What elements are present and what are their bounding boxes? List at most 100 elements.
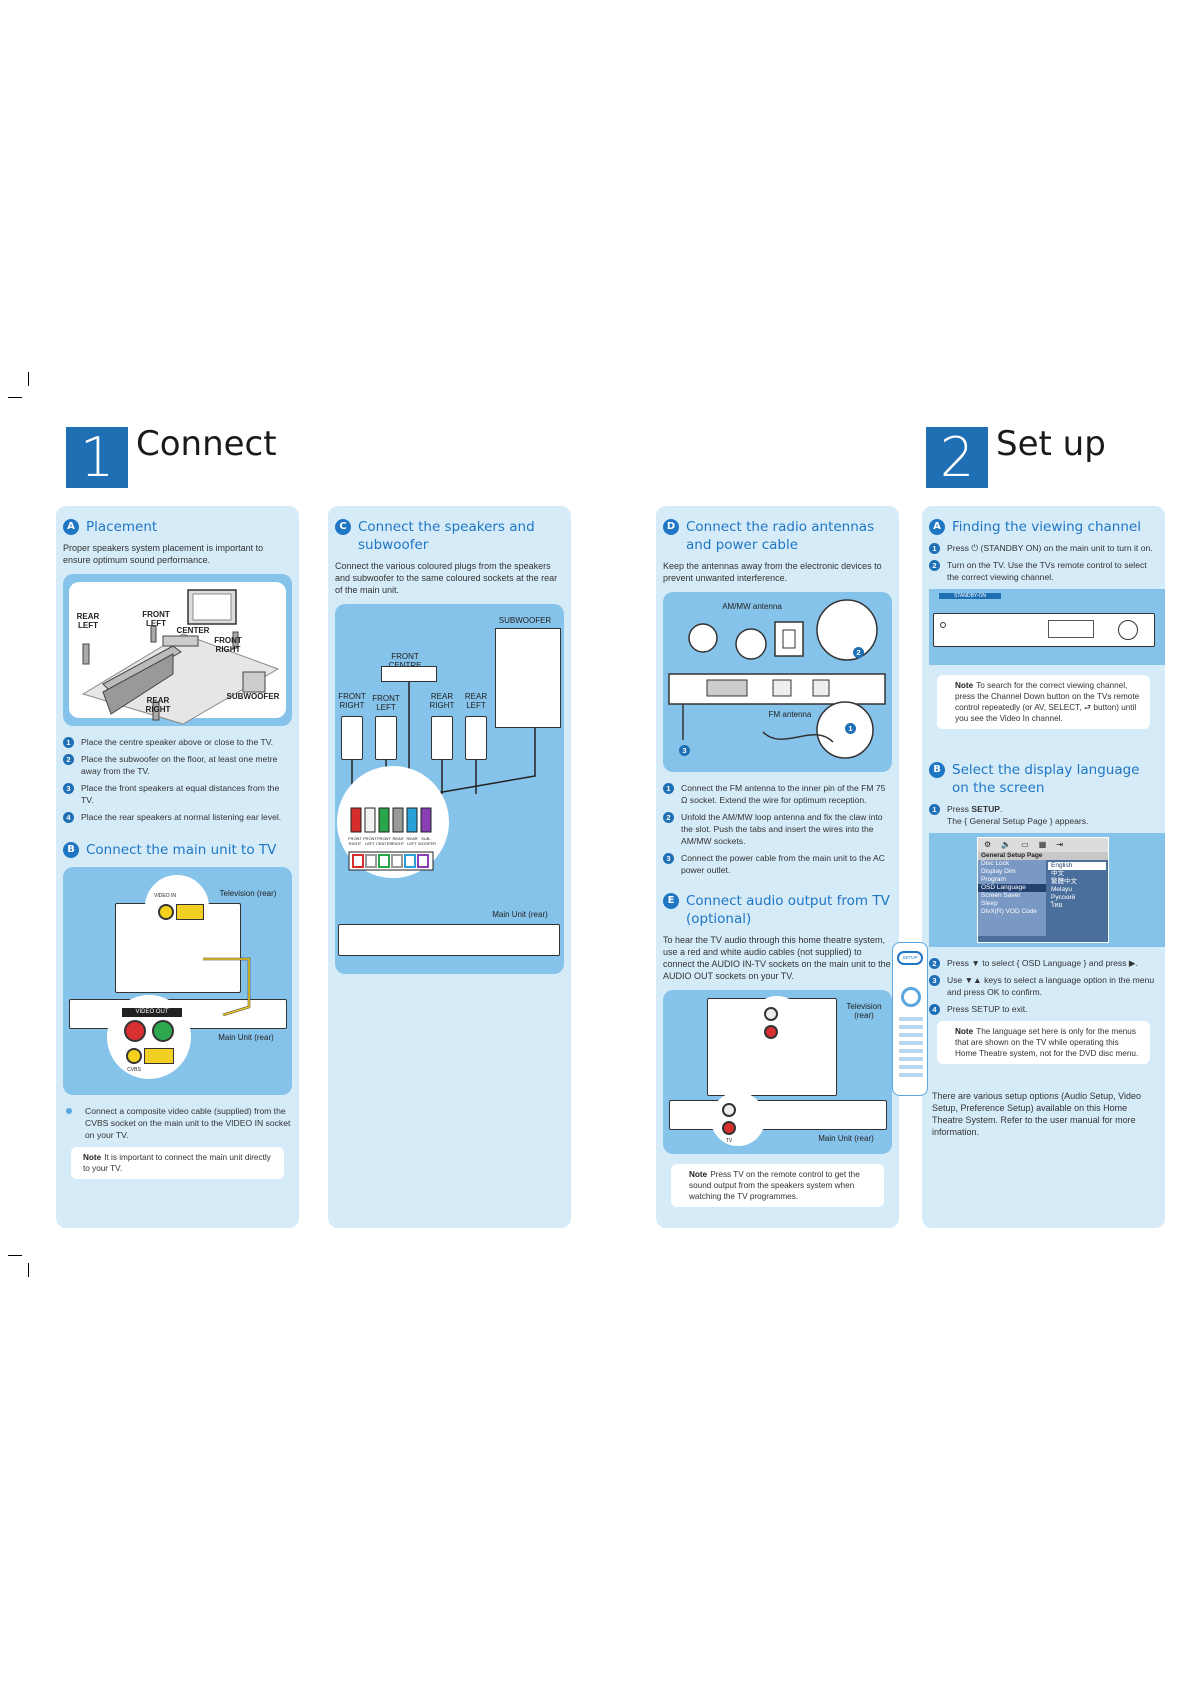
video-in-zoom: VIDEO IN [145,875,209,939]
volume-knob[interactable] [1118,620,1138,640]
step-text: Place the subwoofer on the floor, at lea… [81,754,278,776]
remote-control: SETUP [892,942,928,1096]
label-center: CENTER [176,626,210,635]
crop-mark [28,372,29,386]
main-unit-rear [338,924,560,956]
placement-illustration: REAR LEFT FRONT LEFT CENTER FRONT RIGHT … [63,574,292,726]
setup-menu-illustration: ⚙🔈▭▦⇥ General Setup Page Disc Lock Displ… [929,833,1165,947]
speaker-front-right [341,716,363,760]
step-text: Turn on the TV. Use the TVs remote contr… [947,560,1147,582]
intro-text: Proper speakers system placement is impo… [63,543,264,565]
audio-illustration: Television (rear) TV Main Unit (rear) [663,990,892,1154]
video-in-label: VIDEO IN [154,893,176,899]
yellow-plug [144,1048,174,1064]
white-socket [722,1103,736,1117]
callout-number: 1 [845,723,856,734]
label-subwoofer: SUBWOOFER [226,692,280,701]
plug-label: SUB-WOOFER [418,836,436,846]
menu-item[interactable]: Screen Saver [981,892,1021,899]
section-letter: D [663,519,679,535]
section-header: B Connect the main unit to TV [63,841,292,859]
menu-list: Disc Lock Display Dim Program OSD Langua… [978,860,1046,936]
step-number: 3 [663,853,674,864]
tv-connection-illustration: Television (rear) Main Unit (rear) VIDEO… [63,867,292,1095]
button-grid [899,1017,923,1077]
menu-item[interactable]: Display Dim [981,868,1016,875]
plug-colors [348,807,434,871]
setup-button[interactable]: SETUP [897,951,923,965]
menu-item[interactable]: Program [981,876,1006,883]
language-option[interactable]: Melayu [1051,886,1072,893]
centre-speaker [381,666,437,682]
panel-antennas: D Connect the radio antennas and power c… [656,506,899,1228]
nav-pad[interactable] [901,987,921,1007]
list-item: 4 Place the rear speakers at normal liste… [63,811,292,823]
section-header: C Connect the speakers and subwoofer [335,518,564,554]
label-rear-right: REAR RIGHT [145,696,171,714]
step-number: 2 [63,754,74,765]
step-number: 3 [929,975,940,986]
step-number: 4 [63,812,74,823]
step-text: Use ▼▲ keys to select a language option … [947,975,1155,997]
chapter-number: 2 [926,427,988,488]
crop-mark [28,1263,29,1277]
section-letter: A [63,519,79,535]
step-text: Connect the FM antenna to the inner pin … [681,783,886,805]
crop-mark [8,1255,22,1256]
cvbs-label: CVBS [127,1067,141,1073]
green-socket [152,1020,174,1042]
note-label: Note [955,681,974,690]
unit-caption: Main Unit (rear) [818,1134,874,1143]
subwoofer [495,628,561,728]
callout-number: 3 [679,745,690,756]
language-option[interactable]: Русский [1051,894,1076,901]
speaker-rear-left [465,716,487,760]
unit-caption: Main Unit (rear) [492,910,548,919]
main-unit-front [933,613,1155,647]
menu-title: General Setup Page [978,852,1108,860]
standby-button[interactable] [940,622,946,628]
chapter-title: Set up [996,424,1106,464]
step-text: Place the centre speaker above or close … [81,737,274,747]
menu-item-selected[interactable]: OSD Language [978,884,1046,892]
step-text: Press SETUP to exit. [947,1004,1028,1014]
audio-out-zoom [751,996,803,1048]
label-front-right: FRONT RIGHT [214,636,242,654]
menu-icon-bar: ⚙🔈▭▦⇥ [978,838,1108,852]
language-list: English 中文 繁體中文 Melayu Русский ไทย [1046,860,1108,936]
menu-item[interactable]: Disc Lock [981,860,1010,867]
exit-icon: ⇥ [1056,840,1063,849]
fm-caption: FM antenna [768,710,812,719]
language-option-selected[interactable]: English [1048,862,1106,870]
intro-text: Connect the various coloured plugs from … [335,561,558,595]
speaker-wiring-illustration: SUBWOOFER FRONT CENTRE FRONT RIGHT FRONT… [335,604,564,974]
language-option[interactable]: 中文 [1051,870,1064,877]
front-centre-label: FRONT CENTRE [389,652,422,670]
step-text: Place the rear speakers at normal listen… [81,812,282,822]
step-number: 2 [663,812,674,823]
menu-item[interactable]: DivX(R) VOD Code [981,908,1037,915]
section-header: A Finding the viewing channel [929,518,1158,536]
front-panel-illustration: STANDBY-ON [929,589,1165,665]
note-text: To search for the correct viewing channe… [955,681,1140,723]
section-letter: B [63,842,79,858]
speaker-rear-right [431,716,453,760]
language-option[interactable]: ไทย [1051,902,1063,909]
menu-item[interactable]: Sleep [981,900,998,907]
section-letter: B [929,762,945,778]
plug-label: FRONT RIGHT [348,836,362,846]
language-option[interactable]: 繁體中文 [1051,878,1077,885]
section-header: A Placement [63,518,292,536]
note-text: The language set here is only for the me… [955,1027,1139,1058]
room-illustration [81,589,280,725]
